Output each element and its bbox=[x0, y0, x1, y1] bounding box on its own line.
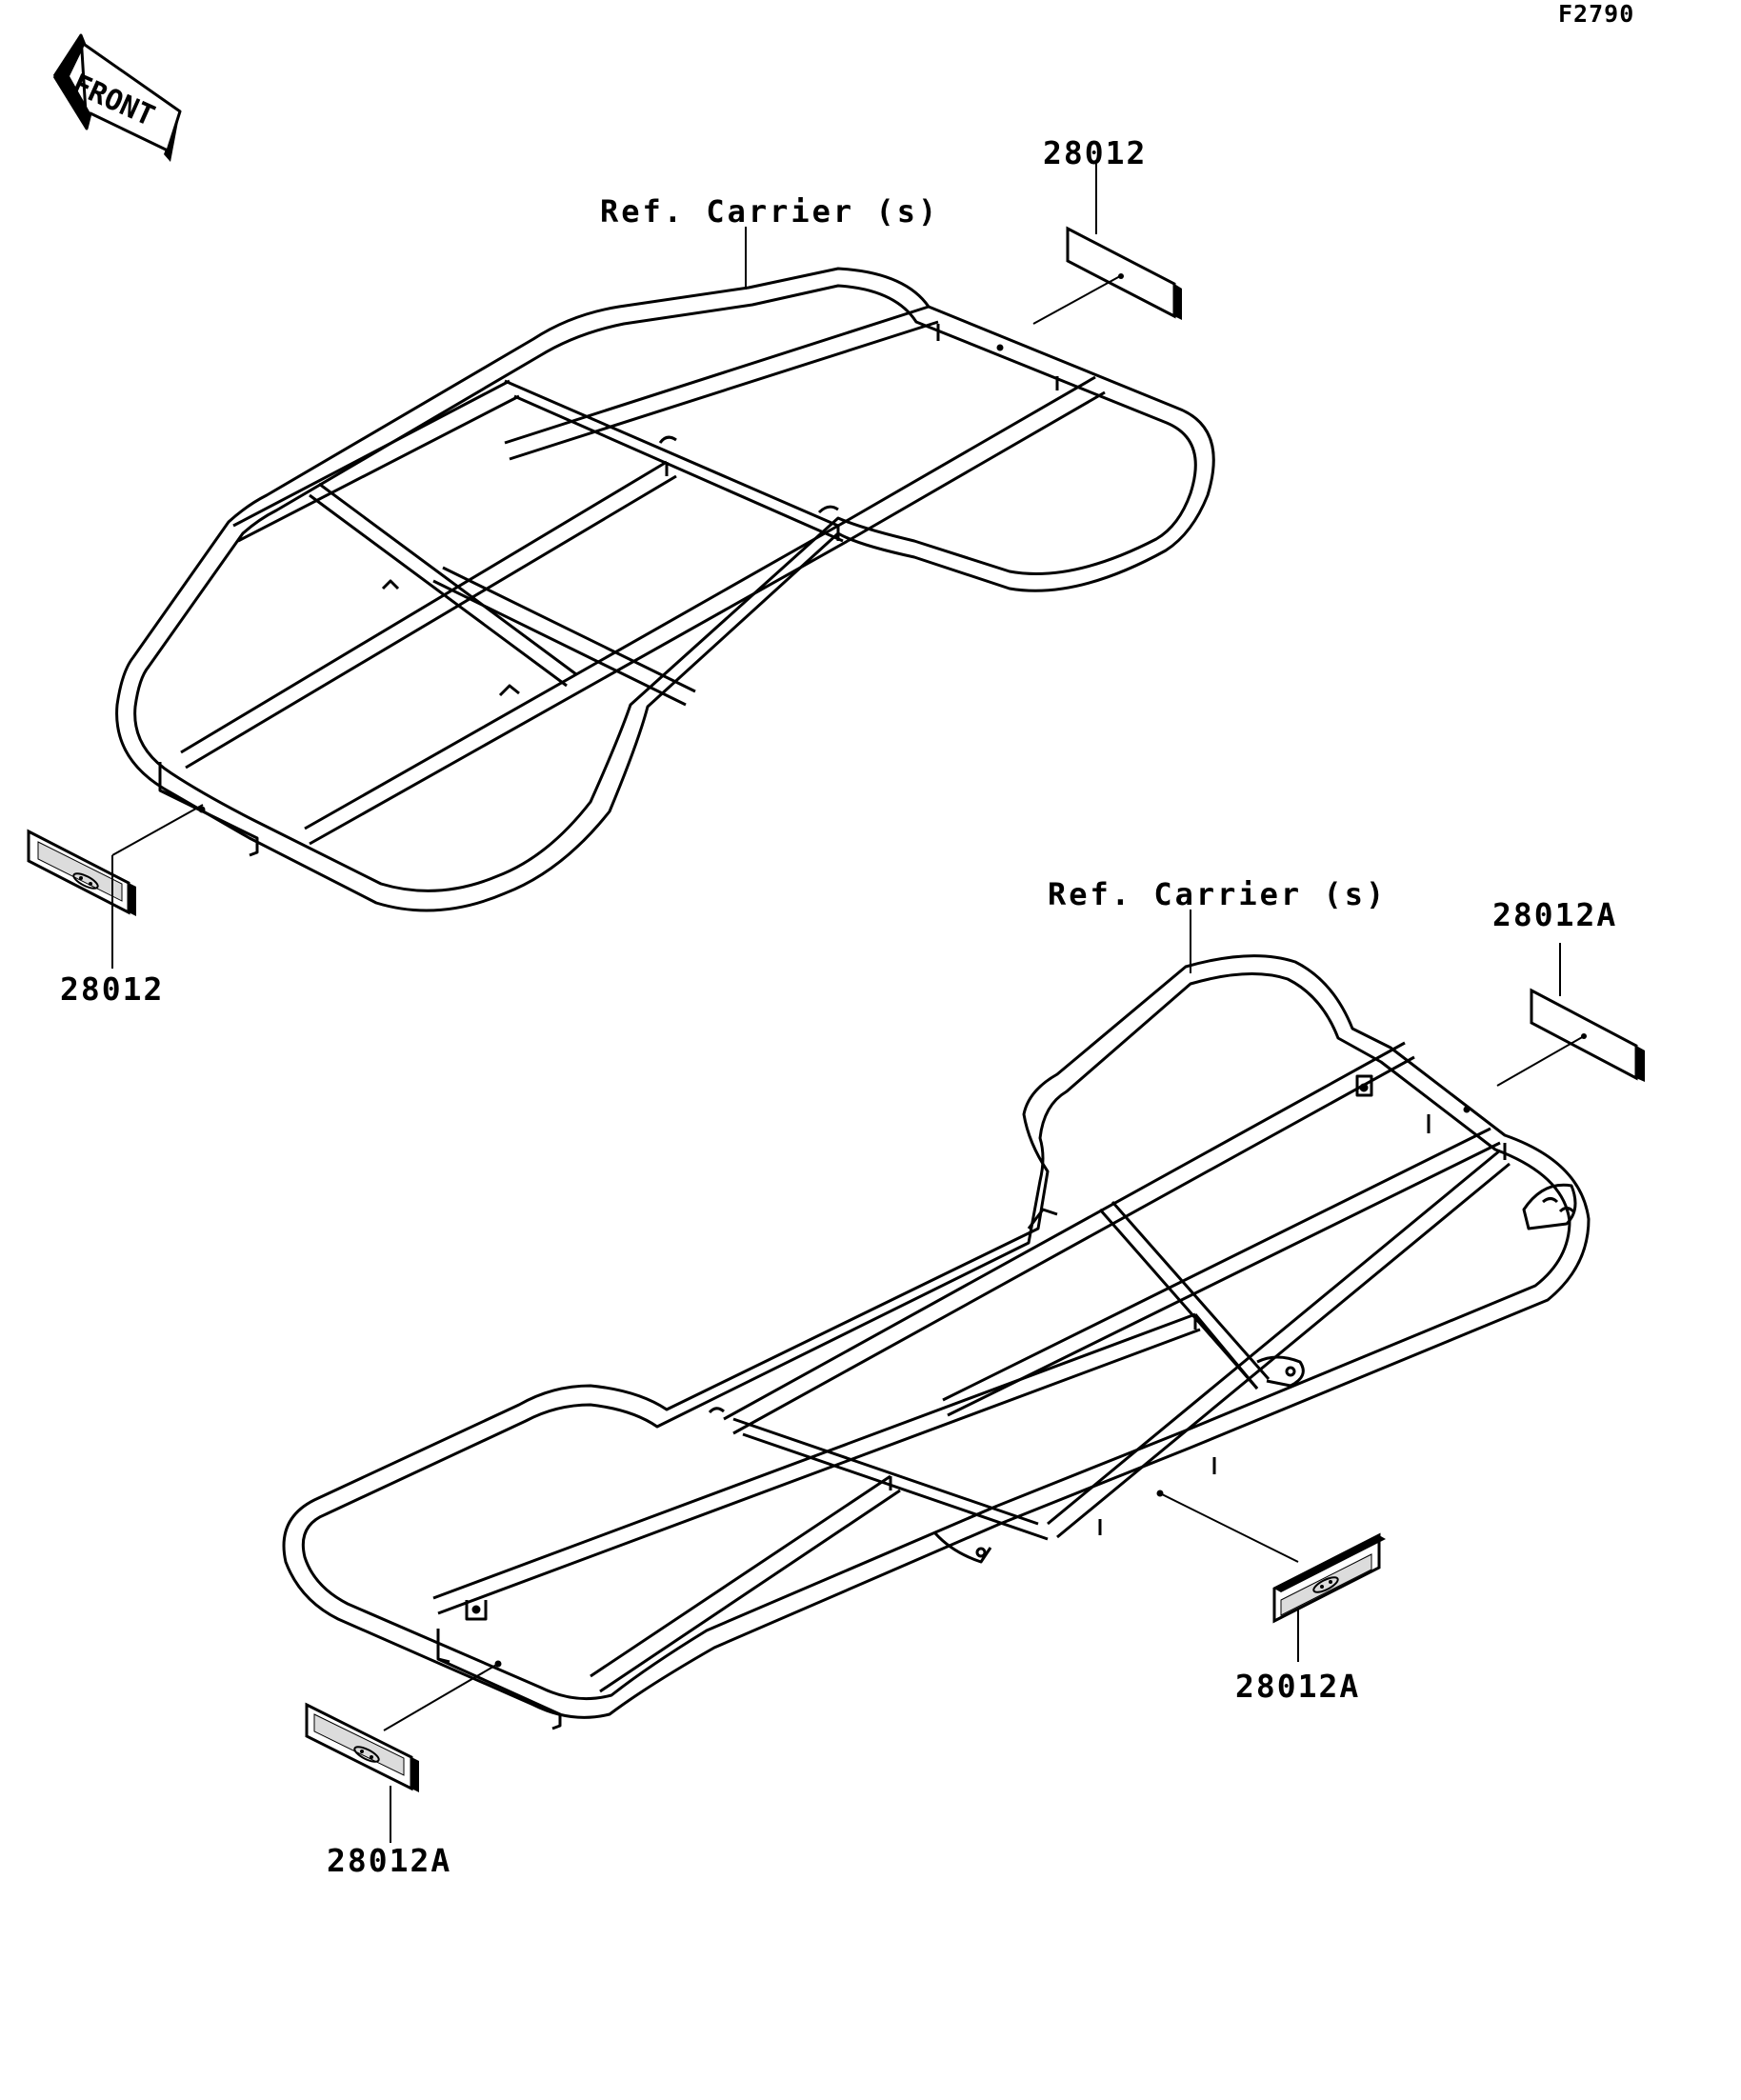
rear-right-reflector bbox=[1530, 988, 1645, 1082]
rear-carrier-ref-label: Ref. Carrier (s) bbox=[1048, 876, 1387, 912]
rear-left-reflector bbox=[305, 1702, 419, 1792]
front-carrier bbox=[115, 267, 1215, 912]
front-arrow-icon: FRONT bbox=[52, 33, 182, 162]
figure-id: F2790 bbox=[1558, 0, 1634, 28]
part-no-rear-mid: 28012A bbox=[1235, 1668, 1360, 1705]
front-carrier-ref-label: Ref. Carrier (s) bbox=[600, 193, 939, 230]
part-no-front-right: 28012 bbox=[1043, 134, 1147, 171]
front-right-reflector bbox=[1066, 226, 1182, 320]
part-no-rear-right: 28012A bbox=[1492, 896, 1617, 933]
part-no-rear-left: 28012A bbox=[327, 1842, 451, 1879]
part-no-front-left: 28012 bbox=[60, 970, 164, 1008]
rear-carrier bbox=[282, 954, 1591, 1730]
front-left-reflector bbox=[27, 829, 136, 916]
rear-mid-reflector bbox=[1272, 1532, 1386, 1624]
